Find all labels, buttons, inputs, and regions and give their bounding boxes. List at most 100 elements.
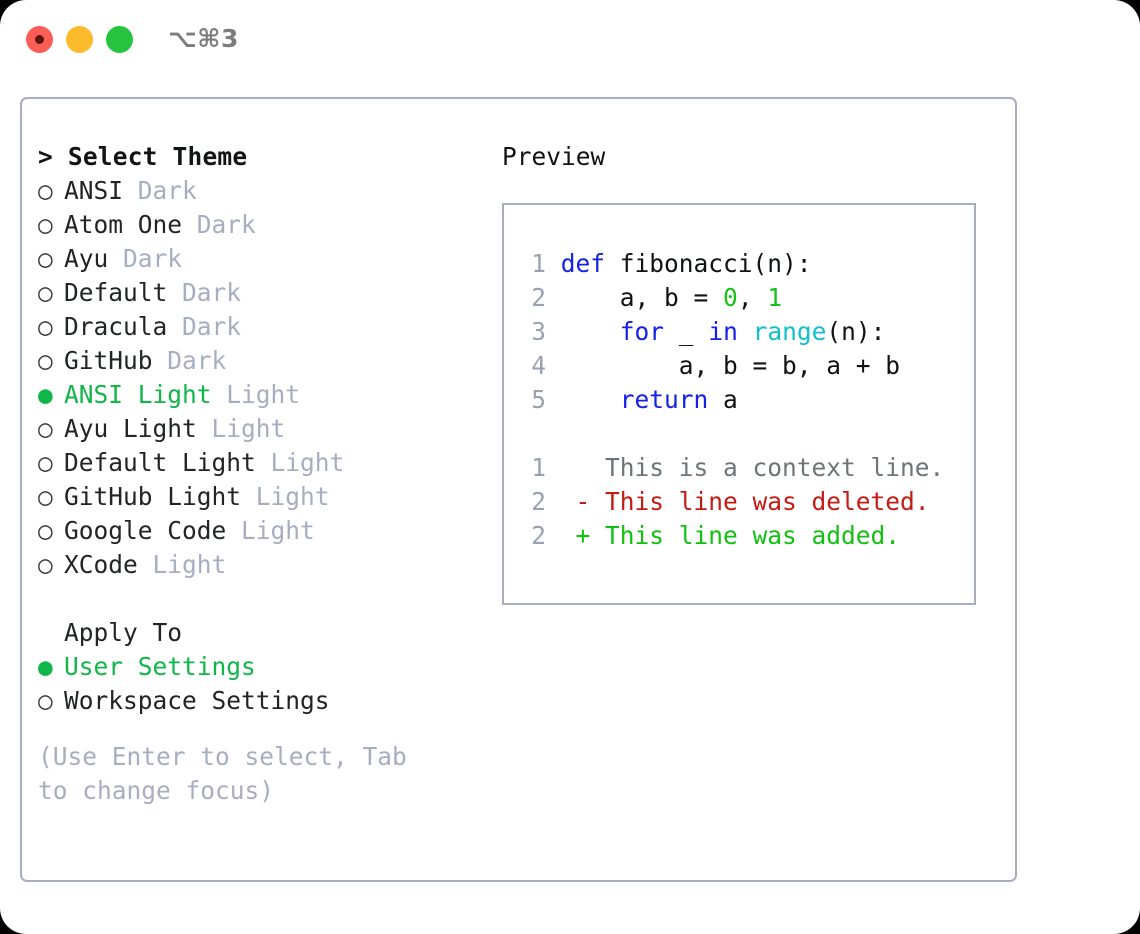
gutter-gap: [546, 385, 561, 414]
theme-list-item[interactable]: ○ Google Code Light: [38, 514, 478, 548]
theme-list-item[interactable]: ○ XCode Light: [38, 548, 478, 582]
diff-sign: -: [575, 487, 606, 516]
apply-to-option[interactable]: ●User Settings: [38, 650, 478, 684]
theme-kind-label: Dark: [182, 278, 242, 307]
text-gap: [182, 210, 197, 239]
radio-unselected-icon: ○: [38, 516, 53, 545]
theme-kind-label: Light: [226, 380, 301, 409]
code-token: a, b = b, a + b: [560, 351, 901, 380]
keyboard-hint-text: (Use Enter to select, Tab to change focu…: [38, 742, 407, 805]
radio-selected-icon: ●: [38, 652, 53, 681]
theme-kind-label: Light: [255, 482, 330, 511]
theme-list-item[interactable]: ○Ayu Light Light: [38, 412, 478, 446]
text-gap: [108, 244, 123, 273]
theme-list-item[interactable]: ● ANSI Light Light: [38, 378, 478, 412]
minimize-window-button[interactable]: [66, 26, 93, 53]
radio-selected-icon: ●: [38, 380, 53, 409]
code-token: for: [619, 317, 665, 346]
code-diff-spacer: [522, 417, 962, 451]
radio-unselected-icon: ○: [38, 346, 53, 375]
theme-name: Dracula: [64, 312, 168, 341]
theme-kind-label: Light: [270, 448, 345, 477]
code-token: a, b =: [560, 283, 724, 312]
code-token: 0: [723, 283, 738, 312]
gutter-gap: [546, 317, 561, 346]
theme-name: Ayu Light: [64, 414, 197, 443]
code-line: 5 return a: [522, 383, 962, 417]
gutter-gap: [546, 249, 561, 278]
gutter-gap: [546, 521, 576, 550]
code-token: (n):: [826, 317, 886, 346]
theme-kind-label: Light: [211, 414, 286, 443]
code-token: return: [619, 385, 709, 414]
code-token: def: [560, 249, 606, 278]
main-panel: > Select Theme ○ANSI Dark○Atom One Dark○…: [20, 97, 1017, 882]
line-number: 2: [531, 487, 546, 516]
apply-to-option[interactable]: ○ Workspace Settings: [38, 684, 478, 718]
theme-kind-label: Dark: [123, 244, 183, 273]
theme-name: Default Light: [64, 448, 256, 477]
text-gap: [123, 176, 138, 205]
code-token: [561, 317, 620, 346]
text-gap: [153, 346, 168, 375]
theme-list-item[interactable]: ○ Default Dark: [38, 276, 478, 310]
radio-unselected-icon: ○: [38, 482, 53, 511]
code-token: a: [708, 385, 738, 414]
theme-list-item[interactable]: ○GitHub Dark: [38, 344, 478, 378]
radio-unselected-icon: ○: [38, 278, 53, 307]
theme-kind-label: Dark: [167, 346, 227, 375]
code-token: [561, 385, 620, 414]
radio-unselected-icon: ○: [38, 686, 53, 715]
theme-kind-label: Light: [241, 516, 315, 545]
apply-to-label: Workspace Settings: [64, 686, 330, 715]
theme-list-item[interactable]: ○Atom One Dark: [38, 208, 478, 242]
theme-name: Default: [64, 278, 168, 307]
text-gap: [167, 278, 182, 307]
theme-list-item[interactable]: ○ Ayu Dark: [38, 242, 478, 276]
title-bar: ⌥⌘3: [0, 0, 1140, 78]
theme-kind-label: Dark: [196, 210, 256, 239]
keyboard-shortcut-label: ⌥⌘3: [168, 24, 239, 53]
code-token: ,: [737, 283, 768, 312]
theme-list-item[interactable]: ○ Default Light Light: [38, 446, 478, 480]
code-line: 1 def fibonacci(n):: [522, 247, 962, 281]
code-token: _: [664, 317, 709, 346]
theme-selector-column: > Select Theme ○ANSI Dark○Atom One Dark○…: [38, 140, 478, 808]
recording-indicator-icon: [35, 35, 44, 44]
theme-name: Ayu: [64, 244, 109, 273]
line-number: 4: [531, 351, 546, 380]
text-gap: [241, 482, 256, 511]
theme-name: ANSI Light: [64, 380, 212, 409]
line-number: 1: [531, 453, 546, 482]
radio-unselected-icon: ○: [38, 244, 53, 273]
code-token: [738, 317, 753, 346]
theme-kind-label: Dark: [182, 312, 242, 341]
line-number: 5: [531, 385, 546, 414]
theme-name: Google Code: [64, 516, 227, 545]
text-gap: [167, 312, 182, 341]
code-line: 4 a, b = b, a + b: [522, 349, 962, 383]
radio-unselected-icon: ○: [38, 176, 53, 205]
theme-name: ANSI: [64, 176, 124, 205]
theme-list-item[interactable]: ○ GitHub Light Light: [38, 480, 478, 514]
theme-kind-label: Light: [152, 550, 227, 579]
theme-name: XCode: [64, 550, 138, 579]
theme-list-item[interactable]: ○Dracula Dark: [38, 310, 478, 344]
maximize-window-button[interactable]: [106, 26, 133, 53]
diff-sample: 1 This is a context line.2 - This line w…: [522, 451, 962, 553]
radio-unselected-icon: ○: [38, 448, 53, 477]
gutter-gap: [546, 453, 576, 482]
diff-sign: +: [575, 521, 606, 550]
theme-list-item[interactable]: ○ANSI Dark: [38, 174, 478, 208]
theme-name: Atom One: [64, 210, 183, 239]
code-line: 2 a, b = 0, 1: [522, 281, 962, 315]
code-token: fibonacci(n):: [605, 249, 812, 278]
gutter-gap: [546, 351, 561, 380]
radio-unselected-icon: ○: [38, 550, 53, 579]
diff-line: 2 + This line was added.: [522, 519, 962, 553]
list-spacer: [38, 582, 478, 616]
theme-name: GitHub Light: [64, 482, 242, 511]
diff-text: This line was added.: [605, 521, 901, 550]
